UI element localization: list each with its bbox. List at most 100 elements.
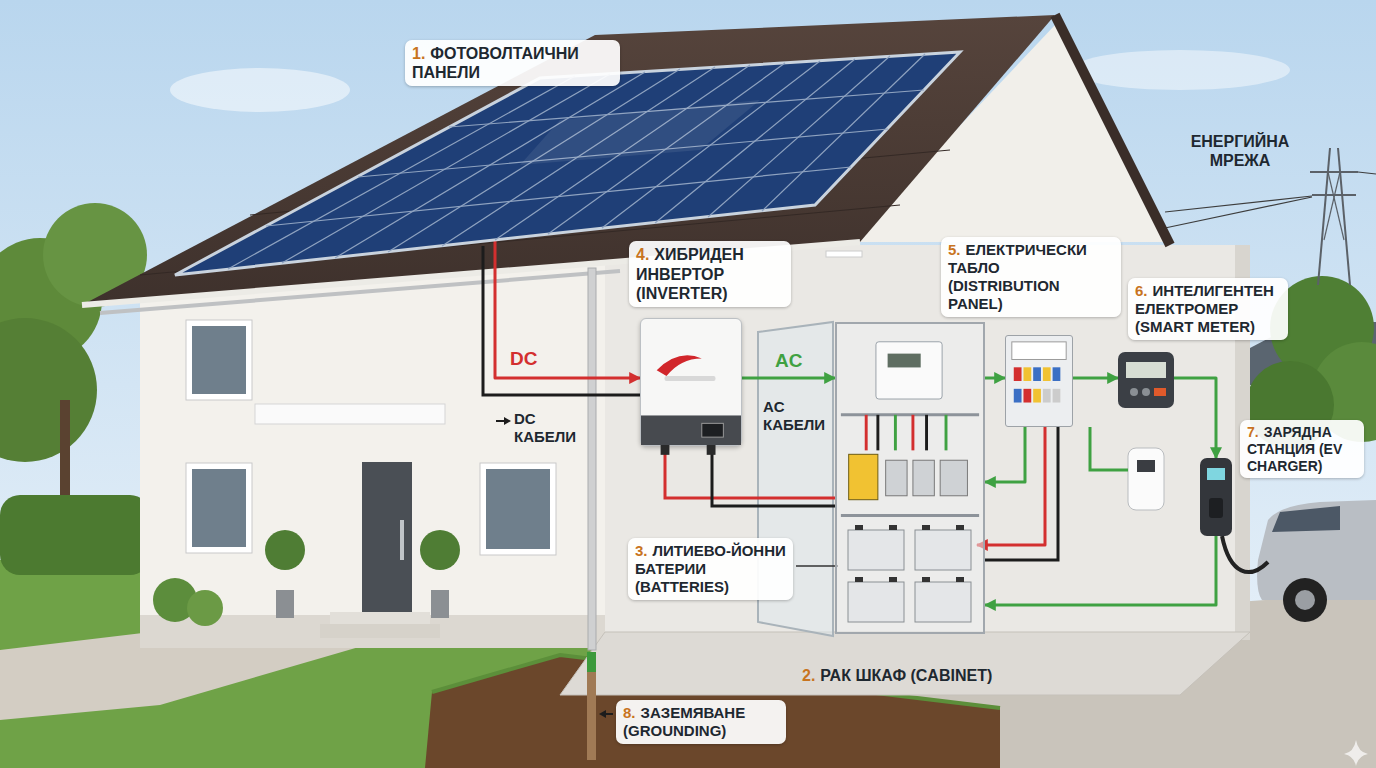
- power-line: [1165, 197, 1312, 228]
- downspout: [588, 268, 596, 650]
- equipment-detail: [945, 415, 948, 451]
- equipment-detail: [865, 415, 868, 451]
- cable-label: DC КАБЕЛИ: [514, 410, 586, 446]
- window: [186, 320, 252, 400]
- power-cable-arrow: [977, 427, 1045, 545]
- part-name: ФОТОВОЛТАИЧНИ ПАНЕЛИ: [412, 45, 579, 81]
- equipment-detail: [1053, 367, 1061, 381]
- grounding-rod-shape: [587, 652, 596, 760]
- dc-cable: [483, 246, 640, 395]
- equipment-detail: [702, 423, 724, 437]
- equipment-detail: [657, 355, 702, 376]
- equipment-detail: [1043, 367, 1051, 381]
- equipment-detail: [911, 415, 914, 451]
- callout-number: 3.: [635, 542, 648, 559]
- pylon: [1328, 172, 1344, 240]
- pylon: [1318, 148, 1330, 285]
- equipment-detail: [335, 72, 645, 258]
- cloud: [1070, 50, 1290, 90]
- callout-label: 7.ЗАРЯДНА СТАНЦИЯ (EV CHARGER): [1240, 420, 1364, 478]
- battery-pack: 3.ЛИТИЕВО-ЙОННИ БАТЕРИИ (BATTERIES): [843, 522, 977, 628]
- equipment-detail: [1023, 389, 1031, 403]
- equipment-detail: [876, 342, 942, 399]
- part-name: ЗАЗЕМЯВАНЕ (GROUNDING): [623, 704, 745, 739]
- equipment-detail: [848, 530, 904, 570]
- equipment-detail: [876, 415, 879, 451]
- equipment-detail: [888, 354, 921, 368]
- car-hub: [1295, 590, 1315, 610]
- cable-label: AC КАБЕЛИ: [763, 398, 835, 434]
- car-window: [1272, 506, 1340, 532]
- wall-charger-screen: [1137, 460, 1155, 472]
- callout-number: 2.: [802, 667, 815, 684]
- equipment-detail: [641, 415, 741, 445]
- callout-number: 7.: [1247, 424, 1259, 440]
- distribution-panel-shape: [1006, 336, 1072, 426]
- ev-charger: 7.ЗАРЯДНА СТАНЦИЯ (EV CHARGER): [1200, 458, 1232, 536]
- solar-panel-array: 1.ФОТОВОЛТАИЧНИ ПАНЕЛИ: [175, 52, 960, 275]
- equipment-detail: [841, 413, 979, 416]
- rack-cabinet: 2.РАК ШКАФ (CABINET)3.ЛИТИЕВО-ЙОННИ БАТЕ…: [835, 322, 985, 634]
- equipment-detail: [1033, 389, 1041, 403]
- window-glass: [192, 469, 246, 547]
- callout-number: 6.: [1135, 282, 1148, 299]
- battery-pack-shape: [843, 522, 977, 628]
- equipment-detail: [849, 454, 878, 499]
- callout-label: 5.ЕЛЕКТРИЧЕСКИ ТАБЛО (DISTRIBUTION PANEL…: [941, 237, 1121, 317]
- hybrid-inverter: 4.ХИБРИДЕН ИНВЕРТОР (INVERTER): [640, 318, 742, 446]
- equipment-detail: [1209, 498, 1223, 518]
- equipment-detail: [1033, 367, 1041, 381]
- edge-label: DC: [510, 349, 537, 370]
- callout-number: 5.: [948, 241, 961, 258]
- power-line: [1358, 172, 1376, 174]
- equipment-detail: [940, 460, 967, 496]
- equipment-detail: [1012, 342, 1066, 360]
- hedge: [0, 495, 150, 575]
- equipment-detail: [886, 460, 907, 496]
- window: [480, 463, 556, 555]
- callout-label: 3.ЛИТИЕВО-ЙОННИ БАТЕРИИ (BATTERIES): [628, 538, 793, 600]
- part-name: ЗАРЯДНА СТАНЦИЯ (EV CHARGER): [1247, 424, 1342, 474]
- part-name: ЕЛЕКТРИЧЕСКИ ТАБЛО (DISTRIBUTION PANEL): [948, 241, 1087, 312]
- ceiling-lamp: [826, 251, 862, 257]
- equipment-detail: [956, 577, 964, 582]
- edge-label: AC: [775, 351, 802, 372]
- callout-label: 1.ФОТОВОЛТАИЧНИ ПАНЕЛИ: [405, 40, 620, 86]
- floor: [560, 632, 1250, 695]
- equipment-detail: [1126, 362, 1166, 378]
- equipment-detail: [956, 525, 964, 530]
- ev-charger-shape: [1200, 458, 1232, 536]
- equipment-detail: [1154, 388, 1166, 396]
- equipment-detail: [587, 652, 596, 672]
- pylon: [1338, 148, 1350, 285]
- distribution-panel: 5.ЕЛЕКТРИЧЕСКИ ТАБЛО (DISTRIBUTION PANEL…: [1005, 335, 1073, 427]
- porch-canopy: [255, 404, 445, 424]
- roof: [82, 15, 1055, 305]
- equipment-detail: [762, 54, 925, 211]
- callout-label: 2.РАК ШКАФ (CABINET): [802, 666, 992, 685]
- callout-label: 8.ЗАЗЕМЯВАНЕ (GROUNDING): [616, 700, 786, 744]
- callout-number: 8.: [623, 704, 636, 721]
- equipment-detail: [915, 582, 971, 622]
- bush: [187, 590, 223, 626]
- hybrid-inverter-shape: [641, 319, 741, 445]
- plant-pot: [276, 590, 294, 618]
- pointer-arrow: [599, 710, 606, 718]
- grounding-rod: 8.ЗАЗЕМЯВАНЕ (GROUNDING): [587, 652, 596, 760]
- equipment-detail: [1043, 389, 1051, 403]
- equipment-detail: [889, 525, 897, 530]
- step: [320, 624, 440, 638]
- battery-cable: [712, 446, 835, 506]
- part-name: ХИБРИДЕН ИНВЕРТОР (INVERTER): [636, 246, 744, 301]
- callout-label: 6.ИНТЕЛИГЕНТЕН ЕЛЕКТРОМЕР (SMART METER): [1128, 278, 1288, 340]
- equipment-detail: [855, 577, 863, 582]
- leader-line: [796, 565, 838, 567]
- cloud: [170, 68, 350, 112]
- gutter: [100, 271, 620, 313]
- watermark-star: [1344, 740, 1368, 766]
- topiary: [265, 530, 305, 570]
- window-glass: [486, 469, 550, 549]
- power-cable-arrow: [985, 377, 1005, 380]
- equipment-detail: [665, 376, 716, 381]
- equipment-detail: [913, 460, 934, 496]
